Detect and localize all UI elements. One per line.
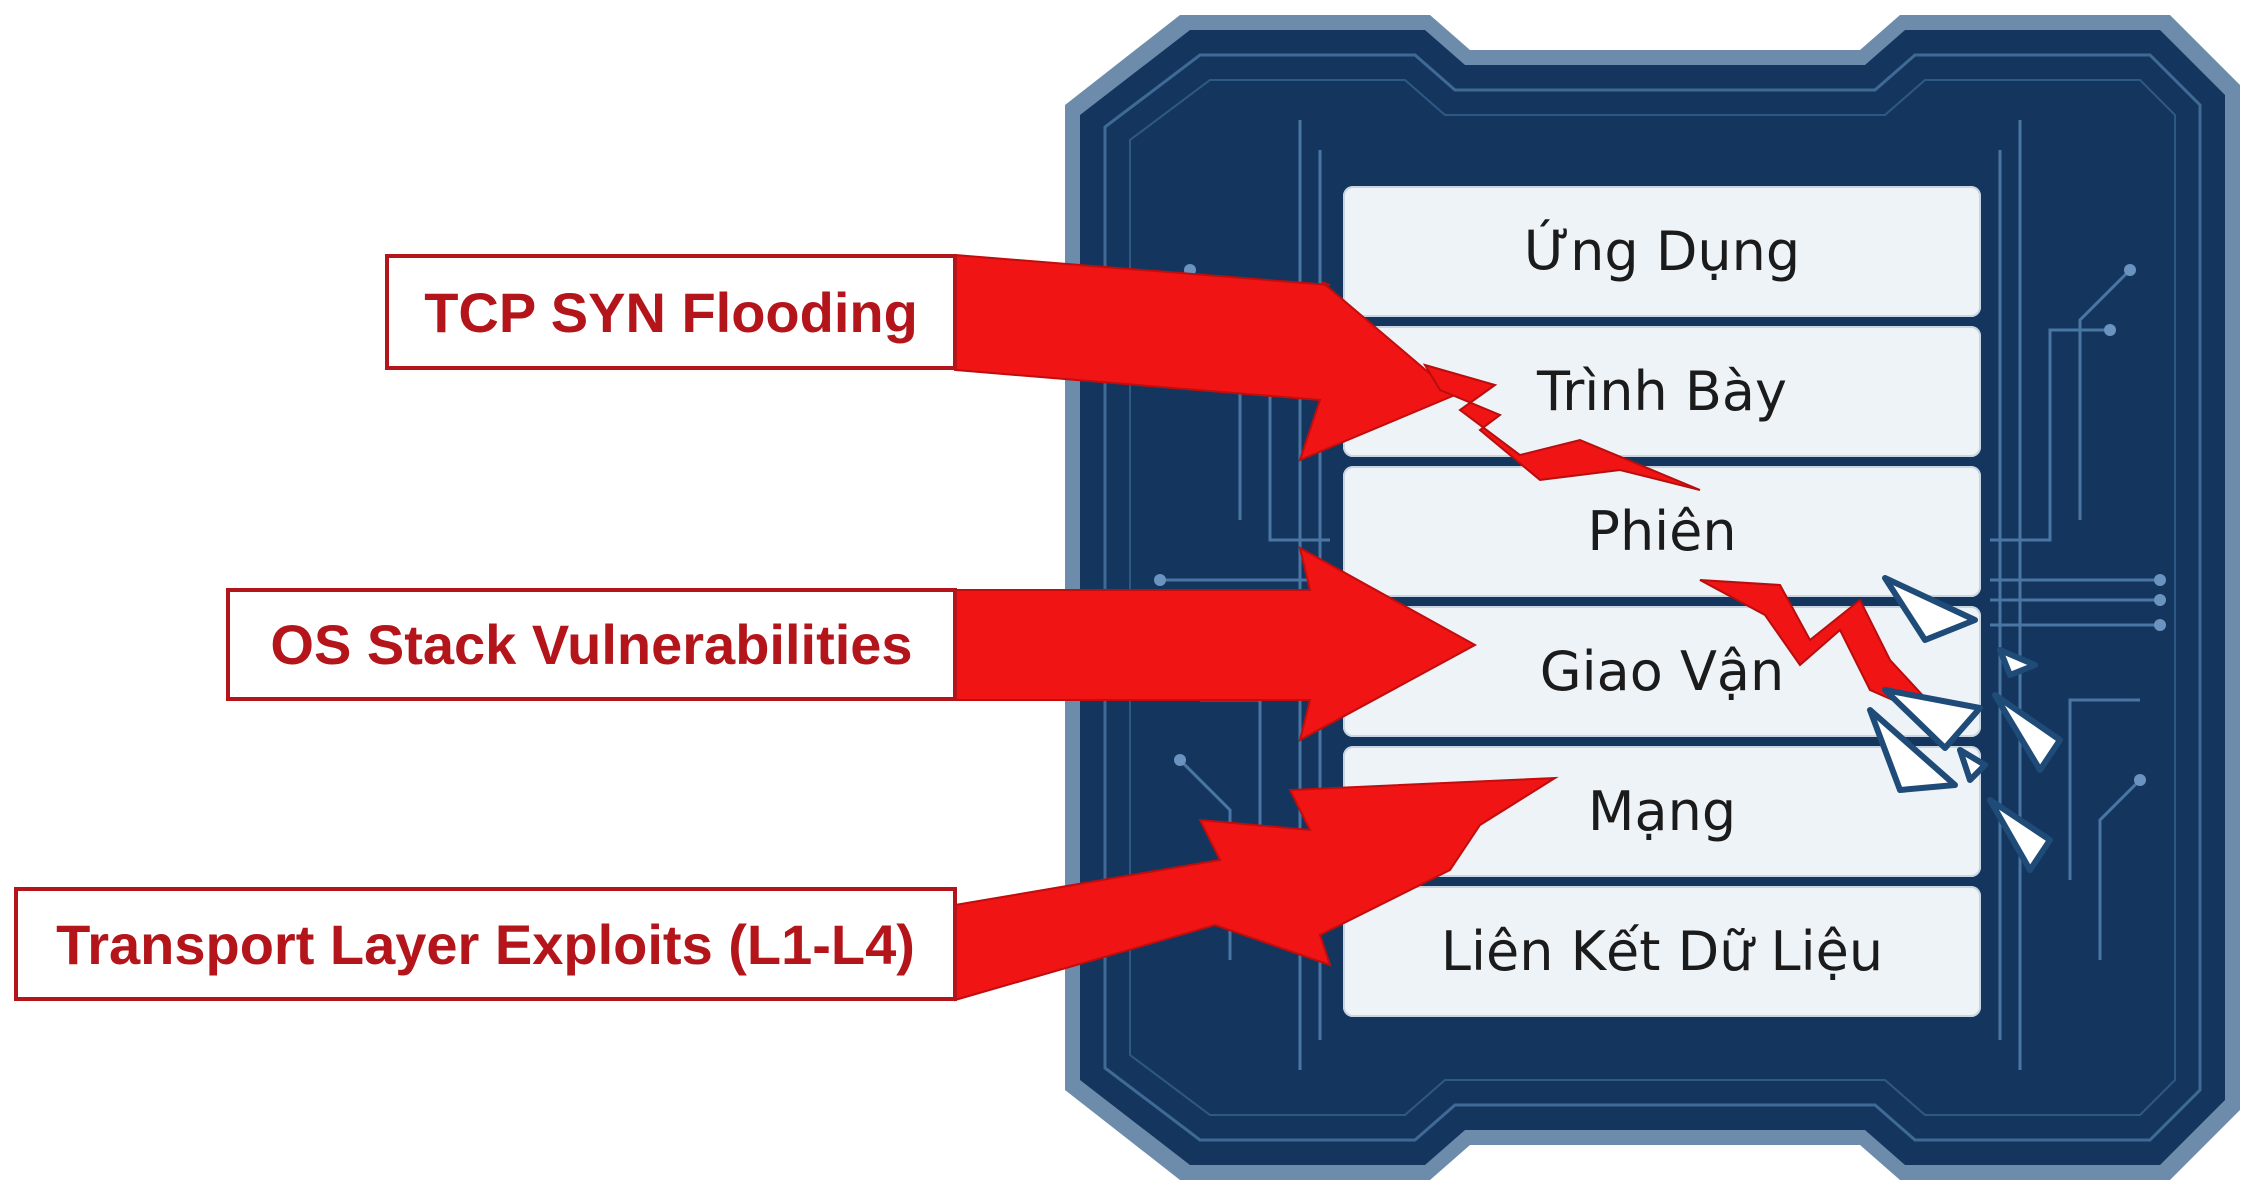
frame-top-bar	[1470, 38, 1860, 48]
layer-application: Ứng Dụng	[1343, 186, 1981, 317]
frame-inner-ring-2	[1129, 79, 2176, 1116]
layer-transport: Giao Vận	[1343, 606, 1981, 737]
circuit-dots-right	[2104, 264, 2166, 786]
layer-data-link: Liên Kết Dữ Liệu	[1343, 886, 1981, 1017]
attack-label-os-stack-vulnerabilities: OS Stack Vulnerabilities	[226, 588, 957, 701]
layer-network: Mạng	[1343, 746, 1981, 877]
circuit-traces-right	[1990, 120, 2160, 1070]
layer-presentation: Trình Bày	[1343, 326, 1981, 457]
layer-session: Phiên	[1343, 466, 1981, 597]
frame-inner-ring	[1103, 53, 2202, 1142]
attack-label-transport-layer-exploits: Transport Layer Exploits (L1-L4)	[14, 887, 957, 1001]
frame-bottom-bar	[1470, 1147, 1860, 1157]
attack-label-tcp-syn-flooding: TCP SYN Flooding	[385, 254, 957, 370]
